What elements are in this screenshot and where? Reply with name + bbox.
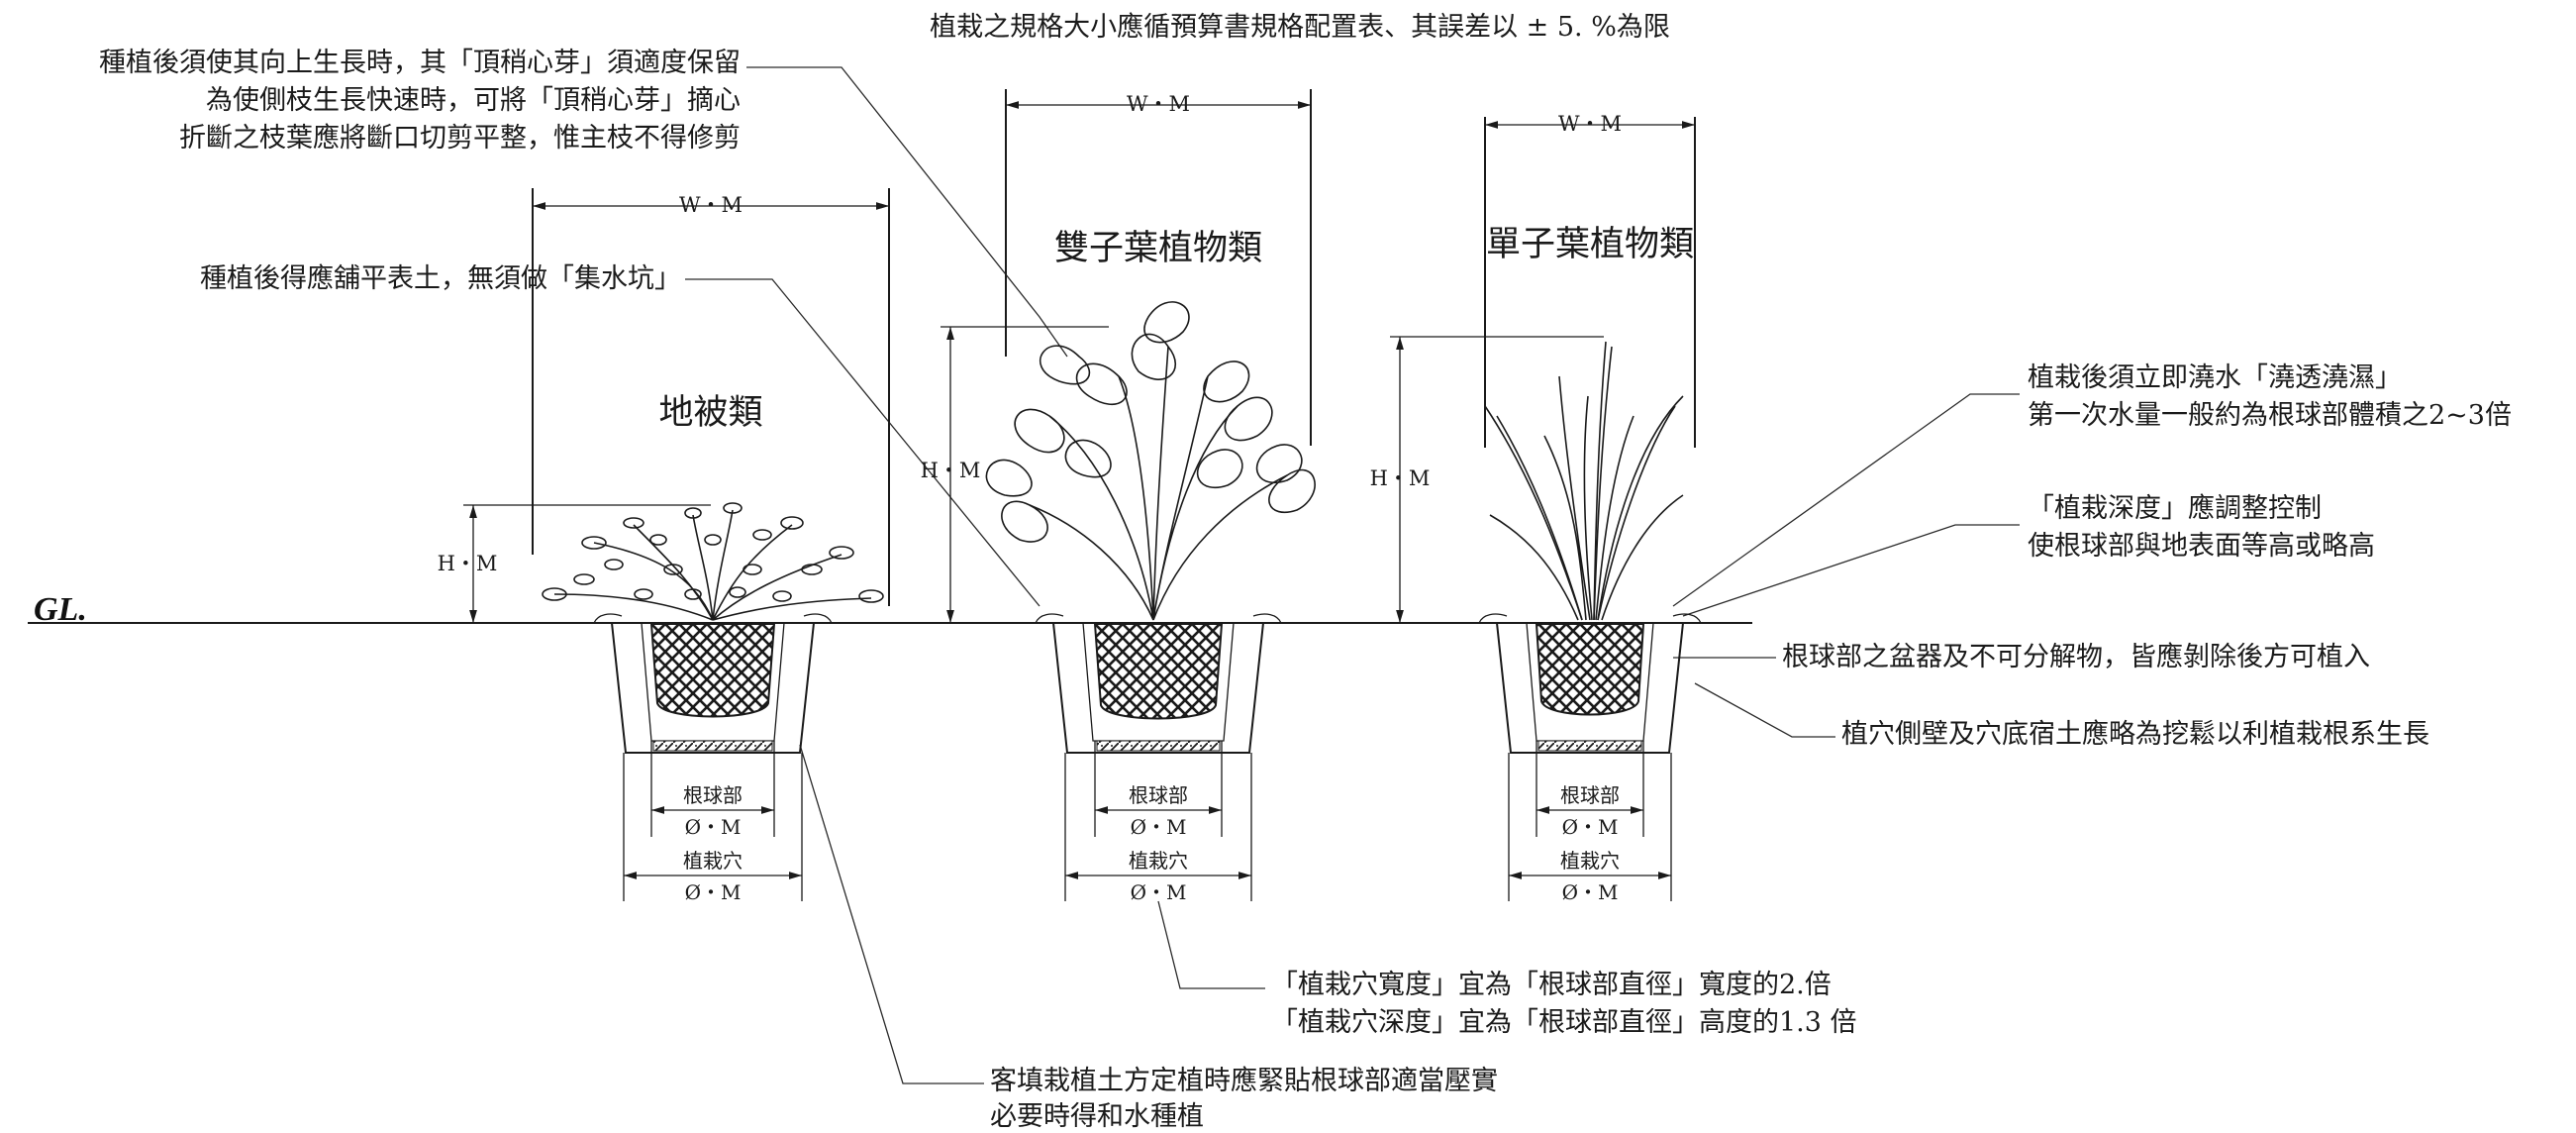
plant-name: 單子葉植物類 [1486,225,1694,264]
pit-bottom-soil [1096,740,1221,752]
svg-text:植栽後須立即澆水「澆透澆濕」: 植栽後須立即澆水「澆透澆濕」 [2028,362,2402,393]
ground-cover-foliage [542,502,884,621]
root-ball [649,623,776,718]
plant-name: 雙子葉植物類 [1054,229,1262,268]
plant-group-ground-cover: W・M 地被類 H・M 根球部 Ø・M 植栽穴 Ø・M [438,188,890,904]
note-backfill: 客填栽植土方定植時應緊貼根球部適當壓實 必要時得和水種植 [990,1066,1498,1132]
svg-text:為使側枝生長快速時，可將「頂稍心芽」摘心: 為使側枝生長快速時，可將「頂稍心芽」摘心 [206,85,741,116]
root-ball-label: 根球部 [1560,783,1620,807]
note-watering: 植栽後須立即澆水「澆透澆濕」 第一次水量一般約為根球部體積之2~3倍 [2028,362,2512,431]
svg-text:折斷之枝葉應將斷口切剪平整，惟主枝不得修剪: 折斷之枝葉應將斷口切剪平整，惟主枝不得修剪 [179,123,741,154]
note-depth: 「植栽深度」應調整控制 使根球部與地表面等高或略高 [2028,493,2375,562]
width-label: W・M [679,193,743,217]
root-ball-dim: Ø・M [1562,815,1619,839]
plant-group-monocot: W・M 單子葉植物類 H・M 根球部 Ø・M 植栽穴 Ø・M [1370,112,1702,904]
dicot-foliage [985,301,1316,621]
height-label: H・M [921,459,981,482]
note-topsoil: 種植後得應舖平表土，無須做「集水坑」 [200,263,681,294]
svg-text:「植栽深度」應調整控制: 「植栽深度」應調整控制 [2028,493,2322,524]
plant-name: 地被類 [658,393,762,433]
pit-bottom-soil [652,740,773,752]
pit-label: 植栽穴 [1560,849,1620,873]
svg-text:種植後須使其向上生長時，其「頂稍心芽」須適度保留: 種植後須使其向上生長時，其「頂稍心芽」須適度保留 [99,48,741,78]
pit-dim: Ø・M [1131,880,1187,904]
header-note: 植栽之規格大小應循預算書規格配置表、其誤差以 ± 5. %為限 [930,12,1670,43]
note-top-bud: 種植後須使其向上生長時，其「頂稍心芽」須適度保留 為使側枝生長快速時，可將「頂稍… [99,48,741,154]
svg-text:必要時得和水種植: 必要時得和水種植 [990,1101,1204,1132]
root-ball [1535,623,1645,716]
height-label: H・M [438,552,498,575]
pit-dim: Ø・M [1562,880,1619,904]
pit-label: 植栽穴 [683,849,743,873]
note-pit-wall: 植穴側壁及穴底宿土應略為挖鬆以利植栽根系生長 [1841,719,2429,750]
width-label: W・M [1558,112,1622,136]
width-label: W・M [1127,92,1190,116]
svg-text:客填栽植土方定植時應緊貼根球部適當壓實: 客填栽植土方定植時應緊貼根球部適當壓實 [990,1066,1498,1096]
svg-text:第一次水量一般約為根球部體積之2~3倍: 第一次水量一般約為根球部體積之2~3倍 [2028,400,2512,431]
pit-bottom-soil [1537,740,1642,752]
root-ball-dim: Ø・M [1131,815,1187,839]
svg-text:使根球部與地表面等高或略高: 使根球部與地表面等高或略高 [2028,531,2375,562]
root-ball-label: 根球部 [1129,783,1188,807]
pit-dim: Ø・M [685,880,742,904]
ground-label: GL. [34,591,87,628]
root-ball-label: 根球部 [683,783,743,807]
root-ball [1093,623,1224,720]
svg-text:「植栽穴寬度」宜為「根球部直徑」寬度的2.倍: 「植栽穴寬度」宜為「根球部直徑」寬度的2.倍 [1271,970,1832,1000]
plant-group-dicot: W・M 雙子葉植物類 H・M 根球部 Ø・M [921,89,1316,904]
monocot-foliage [1484,341,1684,621]
note-pit-size: 「植栽穴寬度」宜為「根球部直徑」寬度的2.倍 「植栽穴深度」宜為「根球部直徑」高… [1271,970,1857,1038]
height-label: H・M [1370,466,1431,490]
pit-label: 植栽穴 [1129,849,1188,873]
root-ball-dim: Ø・M [685,815,742,839]
svg-text:「植栽穴深度」宜為「根球部直徑」高度的1.3 倍: 「植栽穴深度」宜為「根球部直徑」高度的1.3 倍 [1271,1007,1857,1038]
note-container: 根球部之盆器及不可分解物，皆應剝除後方可植入 [1782,642,2370,672]
leader-lines [685,66,2020,1084]
